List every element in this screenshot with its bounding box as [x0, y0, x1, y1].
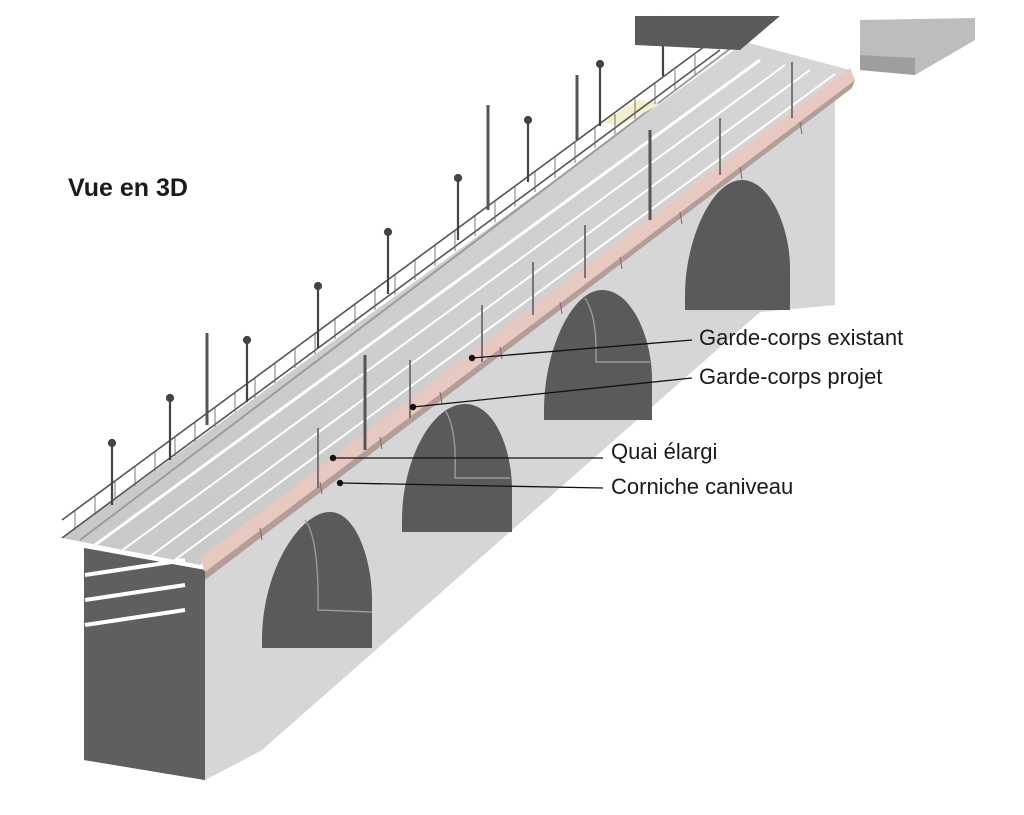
far-railing — [61, 34, 721, 539]
callout-garde-corps-existant: Garde-corps existant — [699, 325, 904, 350]
view-title: Vue en 3D — [68, 174, 188, 202]
background-structure — [635, 16, 975, 75]
near-posts — [317, 62, 793, 488]
arches — [205, 180, 790, 780]
leader-dots — [329, 354, 476, 487]
pier-shadow-face — [84, 548, 205, 780]
callout-quai-elargi: Quai élargi — [611, 439, 718, 464]
callout-corniche-caniveau: Corniche caniveau — [611, 474, 794, 499]
catenary-poles — [205, 75, 652, 450]
leader-lines — [333, 339, 693, 489]
callout-garde-corps-projet: Garde-corps projet — [699, 364, 883, 389]
